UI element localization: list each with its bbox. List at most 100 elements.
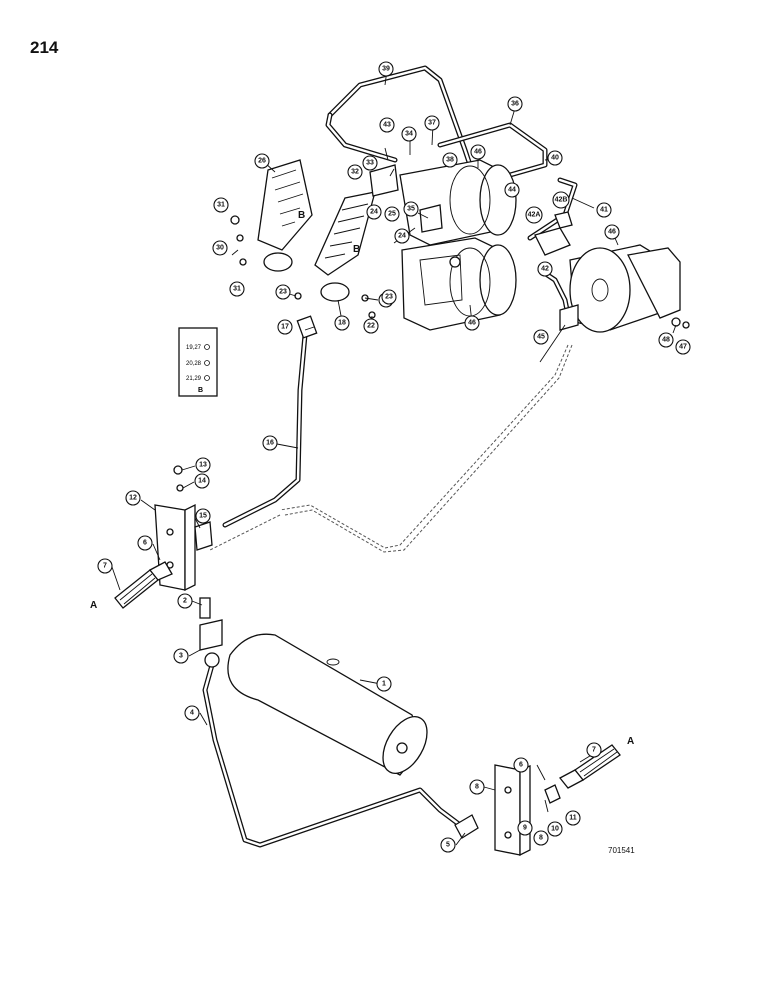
svg-text:6: 6 (519, 762, 523, 769)
legend-key: B (198, 387, 203, 394)
svg-text:2: 2 (183, 598, 187, 605)
svg-text:46: 46 (608, 229, 616, 236)
svg-text:45: 45 (537, 334, 545, 341)
drawing-number: 701541 (608, 846, 635, 855)
svg-text:37: 37 (428, 120, 436, 127)
svg-text:25: 25 (388, 211, 396, 218)
callout-31-upper: 31 (213, 197, 229, 213)
callout-32: 32 (347, 164, 363, 180)
brake-pedal-left (257, 159, 313, 272)
svg-text:3: 3 (179, 653, 183, 660)
svg-text:46: 46 (474, 149, 482, 156)
bracket-8 (494, 764, 531, 857)
callout-34: 34 (401, 126, 417, 142)
callout-11: 11 (565, 810, 581, 826)
callout-10: 10 (547, 821, 563, 837)
hardware-legend: 19,27 20,28 21,29 B (178, 327, 218, 397)
callout-48: 48 (658, 332, 674, 348)
letter-a-left: A (90, 600, 97, 611)
legend-row-2: 20,28 (186, 361, 202, 367)
callout-12: 12 (125, 490, 141, 506)
svg-text:24: 24 (398, 233, 406, 240)
brake-pedal-right (314, 191, 376, 302)
callout-46-top: 46 (470, 144, 486, 160)
callout-46-bottom: 46 (464, 315, 480, 331)
hose-7-left (114, 561, 173, 609)
callout-24-upper: 24 (366, 204, 382, 220)
callout-4: 4 (184, 705, 200, 721)
callout-25: 25 (384, 206, 400, 222)
callout-16: 16 (262, 435, 278, 451)
svg-text:38: 38 (446, 157, 454, 164)
page-number: 214 (30, 38, 59, 57)
letter-b-right: B (353, 244, 360, 255)
svg-text:23: 23 (385, 294, 393, 301)
callout-14: 14 (194, 473, 210, 489)
svg-text:47: 47 (679, 344, 687, 351)
svg-text:8: 8 (539, 835, 543, 842)
callouts: 1 2 3 4 5 6 6 7 7 8 8 9 10 11 12 13 14 1… (97, 61, 691, 853)
callout-33: 33 (362, 155, 378, 171)
callout-23-left: 23 (275, 284, 291, 300)
svg-text:10: 10 (551, 826, 559, 833)
svg-text:39: 39 (382, 66, 390, 73)
callout-18: 18 (334, 315, 350, 331)
callout-7-right: 7 (586, 742, 602, 758)
callout-2: 2 (177, 593, 193, 609)
svg-text:44: 44 (508, 187, 516, 194)
svg-text:26: 26 (258, 158, 266, 165)
svg-text:18: 18 (338, 320, 346, 327)
svg-text:41: 41 (600, 207, 608, 214)
svg-text:7: 7 (592, 747, 596, 754)
callout-3: 3 (173, 648, 189, 664)
fittings (173, 164, 690, 839)
svg-text:31: 31 (217, 202, 225, 209)
svg-text:48: 48 (662, 337, 670, 344)
callout-22-lower: 22 (363, 318, 379, 334)
callout-15: 15 (195, 508, 211, 524)
brake-chamber-right (569, 244, 681, 333)
svg-text:8: 8 (475, 784, 479, 791)
callout-6-right: 6 (513, 757, 529, 773)
callout-8-upper: 8 (469, 779, 485, 795)
callout-36: 36 (507, 96, 523, 112)
svg-text:42A: 42A (528, 212, 541, 219)
svg-text:11: 11 (569, 815, 577, 822)
callout-8-lower: 8 (533, 830, 549, 846)
callout-9: 9 (517, 820, 533, 836)
svg-text:16: 16 (266, 440, 274, 447)
callout-37: 37 (424, 115, 440, 131)
valve-42 (534, 211, 573, 256)
callout-26: 26 (254, 153, 270, 169)
svg-text:46: 46 (468, 320, 476, 327)
callout-47: 47 (675, 339, 691, 355)
svg-text:17: 17 (281, 324, 289, 331)
legend-row-3: 21,29 (186, 376, 202, 382)
callout-7-left: 7 (97, 558, 113, 574)
callout-24-lower: 24 (394, 228, 410, 244)
svg-text:15: 15 (199, 513, 207, 520)
letter-b-left: B (298, 210, 305, 221)
svg-text:4: 4 (190, 710, 194, 717)
svg-text:34: 34 (405, 131, 413, 138)
callout-45: 45 (533, 329, 549, 345)
callout-13: 13 (195, 457, 211, 473)
svg-text:40: 40 (551, 155, 559, 162)
svg-text:9: 9 (523, 825, 527, 832)
callout-42b: 42B (552, 191, 570, 209)
svg-text:32: 32 (351, 169, 359, 176)
callout-31-lower: 31 (229, 281, 245, 297)
svg-text:36: 36 (511, 101, 519, 108)
svg-text:23: 23 (279, 289, 287, 296)
svg-text:22: 22 (367, 323, 375, 330)
svg-text:12: 12 (129, 495, 137, 502)
svg-text:24: 24 (370, 209, 378, 216)
callout-43: 43 (379, 117, 395, 133)
callout-23-right: 23 (381, 289, 397, 305)
callout-35: 35 (403, 201, 419, 217)
svg-text:5: 5 (446, 842, 450, 849)
callout-44: 44 (504, 182, 520, 198)
letter-a-right: A (627, 736, 634, 747)
svg-text:13: 13 (199, 462, 207, 469)
